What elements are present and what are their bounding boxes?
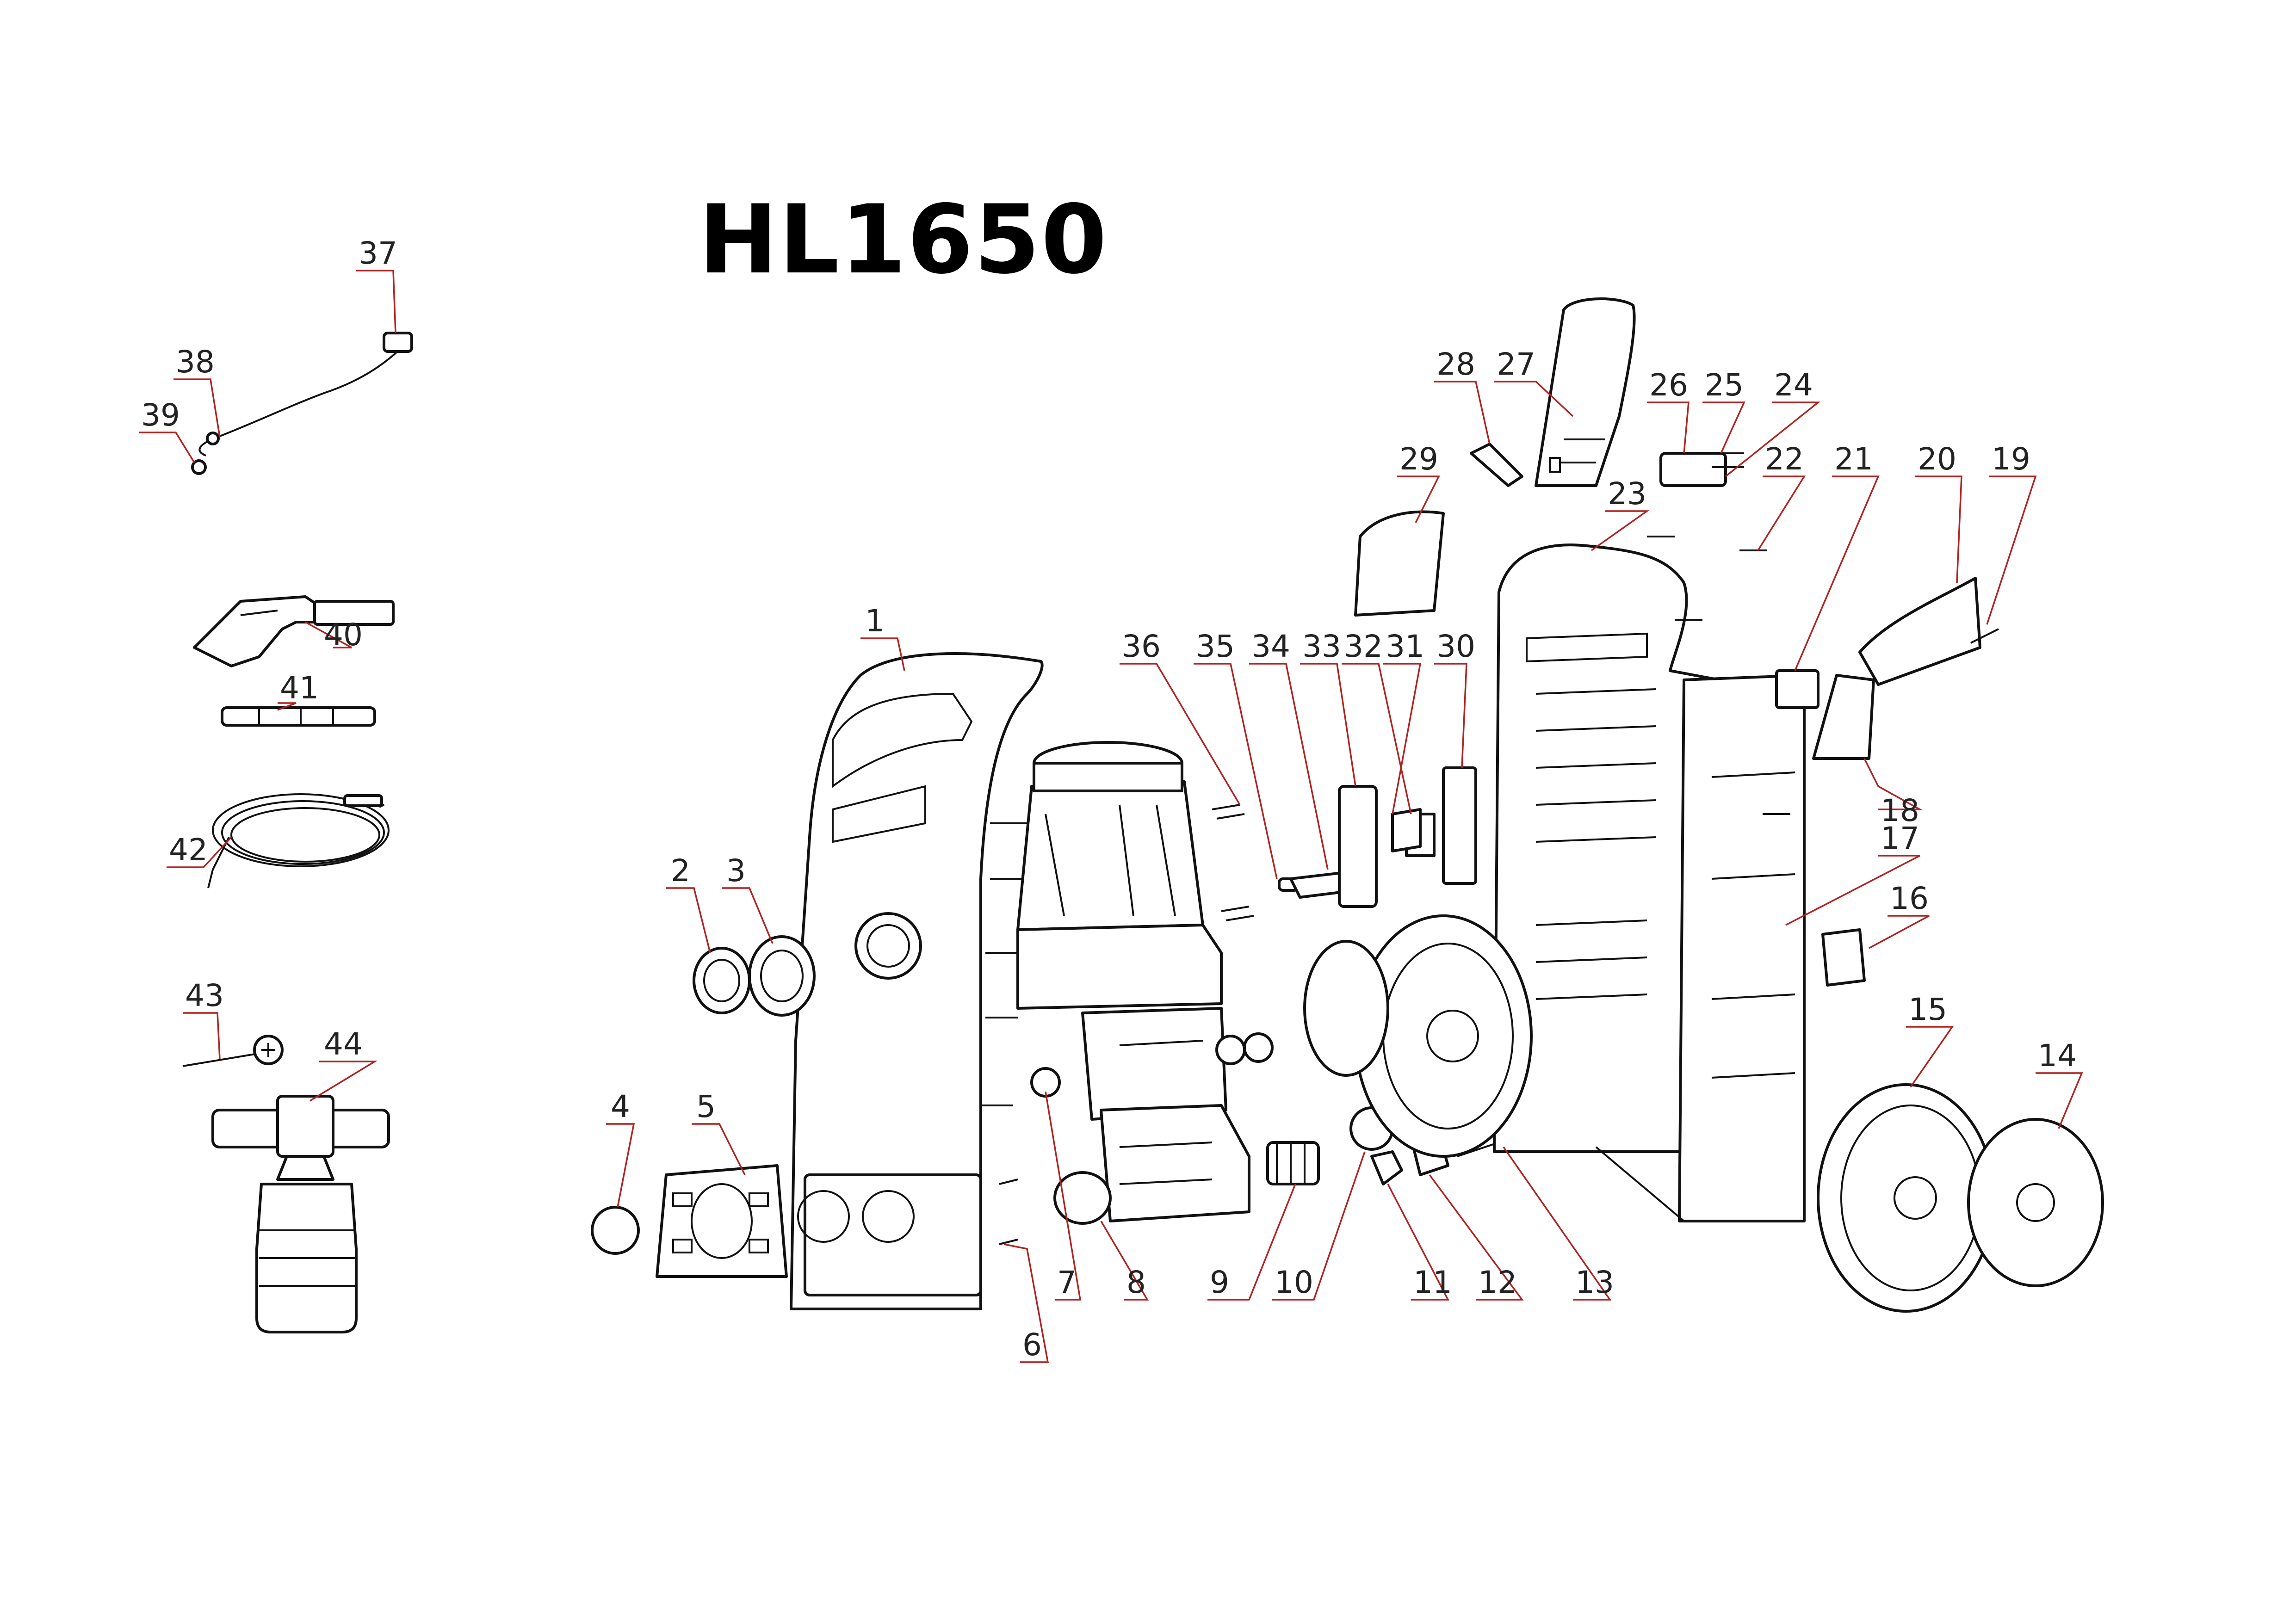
- callout-22: 22: [1765, 441, 1804, 477]
- callout-18: 18: [1881, 793, 1919, 828]
- callout-34: 34: [1251, 629, 1290, 664]
- callout-44: 44: [324, 1026, 363, 1062]
- latch-16: [1821, 928, 1866, 987]
- high-pressure-hose: [207, 793, 390, 889]
- callout-28: 28: [1436, 346, 1475, 382]
- power-cord: [191, 332, 413, 475]
- rear-frame: [1493, 543, 1806, 1222]
- callout-numbers: 1 2 3 4 5 6 7 8 9 10 11 12 13 14 15 16 1…: [141, 235, 2077, 1363]
- callout-1: 1: [865, 603, 885, 639]
- callout-2: 2: [671, 853, 690, 889]
- callout-42: 42: [169, 832, 208, 868]
- front-cover: [790, 652, 1044, 1310]
- callout-30: 30: [1436, 629, 1475, 664]
- callout-17: 17: [1881, 821, 1919, 856]
- bracket-18: [1812, 674, 1875, 760]
- callout-43: 43: [185, 978, 224, 1013]
- callout-25: 25: [1705, 367, 1744, 403]
- callout-11: 11: [1413, 1265, 1452, 1300]
- callout-27: 27: [1497, 346, 1535, 382]
- callout-12: 12: [1478, 1265, 1517, 1300]
- callout-24: 24: [1774, 367, 1813, 403]
- clamp-ring: [748, 935, 816, 1017]
- spray-gun: [193, 595, 395, 667]
- callout-41: 41: [280, 670, 319, 706]
- callout-33: 33: [1302, 629, 1341, 664]
- hubcap-14: [1967, 1118, 2104, 1287]
- callout-21: 21: [1834, 441, 1873, 477]
- callout-29: 29: [1399, 441, 1438, 477]
- callout-37: 37: [359, 235, 397, 271]
- callout-16: 16: [1890, 881, 1929, 916]
- rear-wheel-inner: [1303, 914, 1533, 1158]
- callout-35: 35: [1196, 629, 1235, 664]
- foam-bottle: [211, 1095, 390, 1333]
- callout-36: 36: [1122, 629, 1161, 664]
- latch-24-26: [1659, 452, 1744, 487]
- callout-32: 32: [1344, 629, 1383, 664]
- callout-5: 5: [696, 1089, 716, 1124]
- callout-6: 6: [1022, 1327, 1042, 1363]
- callout-8: 8: [1126, 1265, 1146, 1300]
- detergent-tube: [182, 1035, 284, 1067]
- screws-22: [1647, 536, 1790, 815]
- callout-39: 39: [141, 397, 180, 433]
- holder-29: [1354, 510, 1445, 617]
- callout-20: 20: [1918, 441, 1956, 477]
- callout-3: 3: [726, 853, 746, 889]
- callout-13: 13: [1575, 1265, 1614, 1300]
- callout-7: 7: [1057, 1265, 1077, 1300]
- callout-10: 10: [1275, 1265, 1313, 1300]
- hose-clip-11: [1370, 1150, 1403, 1185]
- storage-plate: [656, 1164, 788, 1278]
- callout-9: 9: [1210, 1265, 1229, 1300]
- model-title: HL1650: [699, 185, 1108, 295]
- pump-body: [1030, 1007, 1274, 1225]
- leader-lines: [139, 270, 2083, 1363]
- callout-15: 15: [1908, 992, 1947, 1027]
- lance: [221, 706, 376, 727]
- handle-27: [1535, 297, 1636, 487]
- small-parts-30-36: [1212, 766, 1477, 921]
- gauge-window: [591, 1206, 640, 1255]
- callout-4: 4: [611, 1089, 630, 1124]
- callout-38: 38: [176, 344, 215, 380]
- cord-hook-20: [1858, 577, 1999, 686]
- callout-23: 23: [1608, 476, 1646, 512]
- callout-26: 26: [1649, 367, 1688, 403]
- inlet-filter: [1266, 1141, 1320, 1185]
- callout-19: 19: [1992, 441, 2030, 477]
- clip-21: [1775, 669, 1819, 709]
- hook-28: [1470, 443, 1523, 487]
- nut-ring: [693, 947, 751, 1014]
- callout-31: 31: [1386, 629, 1424, 664]
- motor: [1016, 741, 1223, 1010]
- callout-14: 14: [2038, 1038, 2077, 1074]
- callout-40: 40: [324, 617, 363, 653]
- screws-6: [999, 1179, 1018, 1245]
